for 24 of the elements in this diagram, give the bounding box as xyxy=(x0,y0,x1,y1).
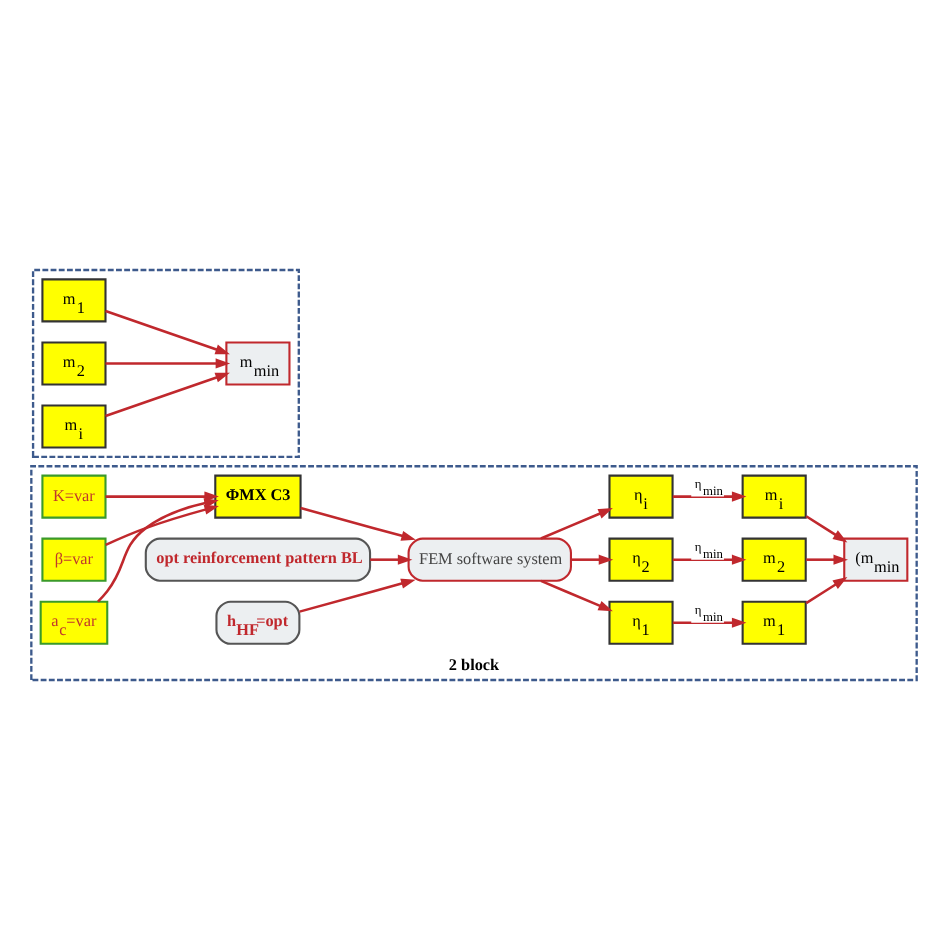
arrow xyxy=(105,503,219,546)
arrow xyxy=(370,553,413,564)
arrow xyxy=(105,308,230,354)
node-box: K=var xyxy=(41,473,107,518)
arrow xyxy=(672,553,747,564)
arrow xyxy=(299,577,416,612)
cluster xyxy=(31,267,300,458)
arrow xyxy=(672,490,747,501)
node-box: opt reinforcement pattern BL xyxy=(144,536,372,581)
arrow xyxy=(571,553,614,564)
node-box: ΦMX C3 xyxy=(214,473,302,518)
arrow xyxy=(105,490,219,501)
node-box: FEM software system xyxy=(407,536,572,581)
node-box: β=var xyxy=(41,536,107,581)
arrow xyxy=(806,553,848,564)
arrow xyxy=(805,575,848,604)
arrow xyxy=(672,616,747,627)
arrow xyxy=(540,507,613,539)
arrow xyxy=(805,514,848,542)
arrow xyxy=(105,357,231,368)
arrow xyxy=(300,505,416,540)
arrow xyxy=(540,578,613,611)
arrow xyxy=(97,497,219,602)
arrow xyxy=(105,371,230,417)
